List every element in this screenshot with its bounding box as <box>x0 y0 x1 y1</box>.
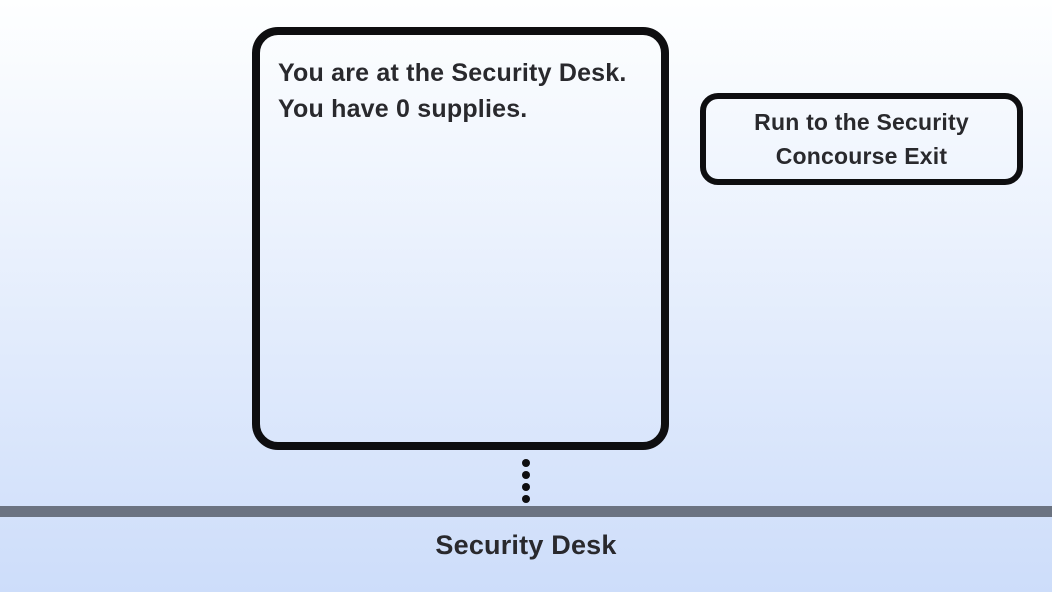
connector-dot <box>522 495 530 503</box>
connector-dot <box>522 459 530 467</box>
ground-bar <box>0 506 1052 517</box>
narration-panel: You are at the Security Desk. You have 0… <box>252 27 669 450</box>
location-label: Security Desk <box>435 530 617 560</box>
narration-line-1: You are at the Security Desk. <box>278 59 627 87</box>
run-to-security-concourse-exit-button[interactable]: Run to the Security Concourse Exit <box>700 93 1023 185</box>
connector-dot <box>522 471 530 479</box>
action-button-line-1: Run to the Security <box>754 109 969 135</box>
connector-dots-icon <box>522 459 530 503</box>
narration-text: You are at the Security Desk. You have 0… <box>278 55 641 127</box>
action-button-line-2: Concourse Exit <box>775 143 948 169</box>
connector-dot <box>522 483 530 491</box>
narration-line-2: You have 0 supplies. <box>278 95 528 123</box>
